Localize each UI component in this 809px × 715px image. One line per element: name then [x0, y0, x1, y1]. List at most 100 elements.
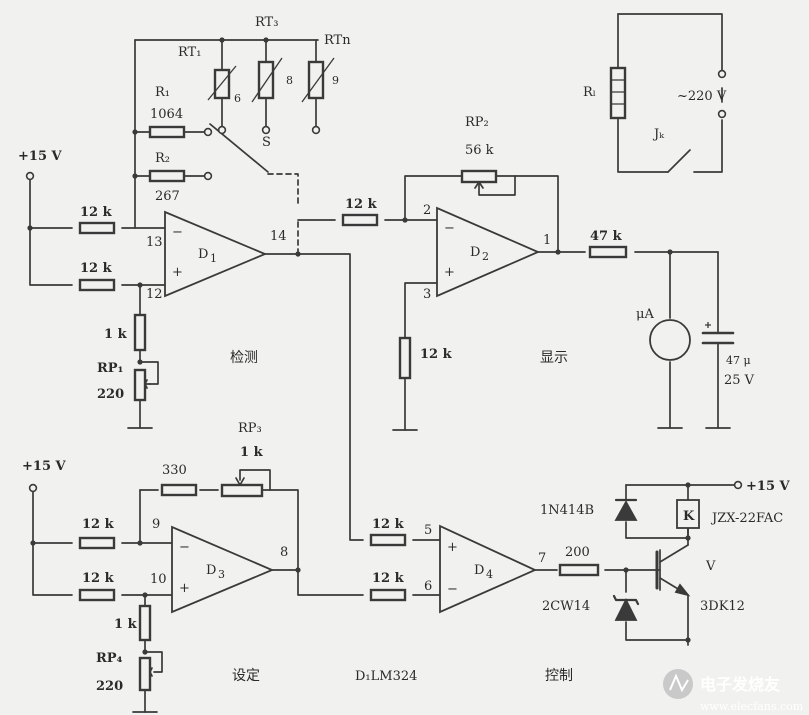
label-1n414b: 1N414B: [540, 503, 594, 518]
potentiometer-rp2: [460, 169, 498, 189]
label-r1: R₁: [155, 85, 170, 100]
label-switch-s: S: [262, 135, 271, 150]
zener-2cw14: [612, 594, 640, 621]
label-12k-4: 12 k: [82, 571, 115, 586]
pin-12: 12: [146, 287, 163, 302]
thermistor-rt1: [207, 65, 237, 101]
label-jzx-22fac: JZX-22FAC: [710, 511, 783, 526]
watermark-url: www.elecfans.com: [700, 700, 804, 713]
nodes: [25, 37, 743, 655]
pin-14: 14: [270, 229, 287, 244]
thermistor-rtn: [301, 57, 335, 103]
label-lm324: D₁LM324: [355, 669, 417, 684]
label-relay-k: K: [683, 509, 695, 524]
section-detect: 检测: [230, 350, 258, 366]
label-rt1: RT₁: [178, 45, 201, 60]
resistor-12k-d1-noninverting: [78, 278, 116, 292]
d1-sub: 1: [210, 252, 217, 265]
section-set: 设定: [232, 668, 260, 684]
label-12k-6: 12 k: [372, 571, 405, 586]
label-1k-a: 1 k: [104, 327, 128, 342]
label-r1-value: 1064: [150, 107, 183, 122]
label-rp4-value: 220: [96, 679, 123, 694]
label-200: 200: [565, 545, 590, 560]
pin-5: 5: [424, 523, 432, 538]
opamp-d2: − + D 2: [436, 206, 541, 298]
microammeter: [649, 319, 691, 361]
resistor-12k-d3-noninverting: [78, 588, 116, 602]
label-rp4: RP₄: [96, 651, 123, 666]
d3-label: D: [206, 563, 216, 578]
resistor-12k-d3-inverting: [78, 536, 116, 550]
label-2cw14: 2CW14: [542, 599, 590, 614]
label-rt-9: 9: [332, 74, 339, 87]
label-rp3: RP₃: [238, 421, 262, 436]
resistor-12k-d4-pin6: [369, 588, 407, 602]
label-microammeter: μA: [636, 307, 654, 322]
wires: [29, 13, 736, 713]
d4-sub: 4: [486, 568, 493, 581]
supply-relay: +15 V: [746, 479, 791, 494]
label-rp1: RP₁: [97, 361, 123, 376]
label-rp3-value: 1 k: [240, 445, 264, 460]
label-rt-8: 8: [286, 74, 293, 87]
d1-minus: −: [172, 225, 183, 240]
opamp-d4: + − D 4: [439, 524, 538, 614]
d2-minus: −: [444, 221, 455, 236]
resistor-47k: [588, 245, 628, 259]
d4-plus: +: [447, 540, 458, 555]
d2-label: D: [470, 245, 480, 260]
label-rp2-value: 56 k: [465, 143, 494, 158]
pin-8: 8: [280, 545, 288, 560]
label-12k-2: 12 k: [80, 261, 113, 276]
potentiometer-rp1: [133, 368, 151, 402]
watermark-logo-icon: [663, 669, 693, 699]
supply-left-bottom: +15 V: [22, 459, 67, 474]
thermistor-rt3: [251, 57, 283, 103]
resistor-12k-d2-input: [341, 213, 379, 227]
pin-9: 9: [152, 517, 160, 532]
resistor-12k-d2-ground: [398, 336, 412, 380]
label-r2-value: 267: [155, 189, 180, 204]
capacitor-47u: [701, 322, 735, 345]
label-rl: Rₗ: [583, 85, 596, 100]
resistor-1k-a: [133, 313, 147, 352]
label-rt3: RT₃: [255, 15, 278, 30]
resistor-330: [160, 483, 198, 497]
label-12k-mid: 12 k: [345, 197, 378, 212]
resistor-12k-d1-inverting: [78, 221, 116, 235]
d2-sub: 2: [482, 250, 489, 263]
label-rp1-value: 220: [97, 387, 124, 402]
resistor-r2: [148, 169, 186, 183]
load-resistor-rl: [609, 66, 627, 120]
supply-left-top: +15 V: [18, 149, 63, 164]
transistor-v: [655, 550, 691, 597]
pin-3: 3: [423, 287, 431, 302]
label-330: 330: [162, 463, 187, 478]
d4-label: D: [474, 563, 484, 578]
label-r2: R₂: [155, 151, 170, 166]
potentiometer-rp4: [138, 656, 153, 692]
pin-10: 10: [150, 572, 167, 587]
resistor-12k-d4-pin5: [369, 533, 407, 547]
label-3dk12: 3DK12: [700, 599, 745, 614]
opamp-d1: − + D 1: [164, 210, 268, 298]
pin-2: 2: [423, 203, 431, 218]
label-rp2: RP₂: [465, 115, 489, 130]
labels: +15 V +15 V +15 V ~220 V RT₃ RT₁ RTn 6 8…: [18, 15, 791, 694]
d3-sub: 3: [218, 568, 225, 581]
label-rtn: RTn: [324, 33, 351, 48]
label-capacitor: 47 μ: [726, 354, 751, 367]
supply-mains: ~220 V: [677, 89, 727, 104]
resistor-r1: [148, 125, 186, 139]
resistor-1k-b: [138, 604, 152, 642]
label-rt-6: 6: [234, 92, 241, 105]
relay-coil-k: [676, 499, 700, 529]
pin-7: 7: [538, 551, 546, 566]
section-control: 控制: [545, 668, 573, 684]
d1-plus: +: [172, 265, 183, 280]
pin-1: 1: [543, 233, 551, 248]
label-transistor-v: V: [705, 559, 716, 574]
